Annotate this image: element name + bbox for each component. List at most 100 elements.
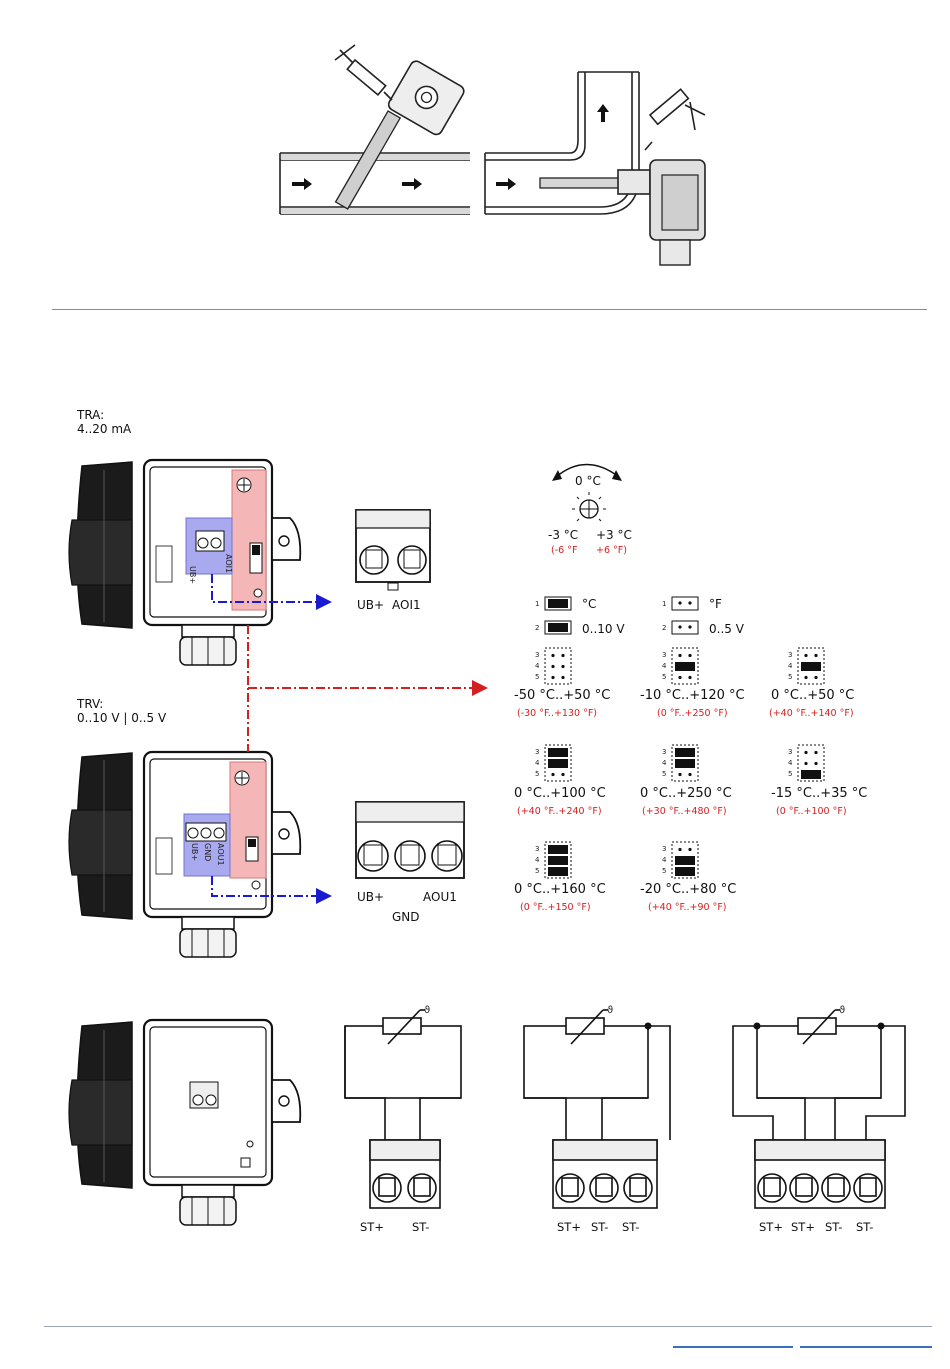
jumper-open-pin: [814, 675, 818, 680]
range-pin-number: 5: [535, 673, 540, 681]
wiring-2wire: [344, 1009, 462, 1140]
syringe-icon: [334, 44, 393, 101]
jumper-open-pin: [804, 675, 808, 680]
range-pin-number: 4: [662, 759, 667, 767]
range-label-fahrenheit: (0 °F..+100 °F): [776, 806, 847, 817]
jumper-filled-pin: [548, 748, 568, 757]
jumper-open-pin: [551, 772, 555, 777]
section-divider: [52, 309, 927, 310]
range-jumper-grid: [544, 647, 825, 879]
jumper-open-pin: [678, 675, 682, 680]
range-label-celsius: 0 °C..+100 °C: [514, 786, 606, 801]
terminal-block-tra: [355, 509, 431, 591]
trv-signal: 0..10 V | 0..5 V: [77, 711, 167, 725]
unit-label-5v: 0..5 V: [709, 622, 744, 636]
board-label-ub-trv: UB+: [190, 843, 199, 862]
wiring-terminal-label: ST+: [791, 1220, 815, 1234]
range-pin-number: 3: [662, 748, 667, 756]
range-label-celsius: -50 °C..+50 °C: [514, 688, 611, 703]
housing-sensor: [68, 1018, 302, 1226]
range-pin-number: 5: [662, 673, 667, 681]
offset-minus: -3 °C: [548, 528, 579, 542]
jumper-open-pin: [678, 772, 682, 777]
unit-pin-f-1: 1: [662, 600, 667, 608]
range-pin-number: 5: [788, 673, 793, 681]
range-pin-number: 5: [662, 867, 667, 875]
offset-plus-f: +6 °F): [596, 545, 627, 556]
offset-dial: [552, 463, 622, 522]
jumper-unit-c: [544, 596, 572, 635]
jumper-filled-pin: [548, 845, 568, 854]
theta-symbol-1: ϑ: [424, 1005, 431, 1016]
board-label-ub-tra: UB+: [188, 566, 197, 585]
jumper-open-pin: [688, 772, 692, 777]
terminal-label-ub-trv: UB+: [357, 890, 385, 904]
wiring-terminal-label: ST-: [412, 1220, 430, 1234]
range-pin-number: 4: [535, 759, 540, 767]
board-label-gnd-trv: GND: [203, 843, 212, 862]
jumper-open-pin: [678, 847, 682, 852]
wiring-terminal-label: ST-: [825, 1220, 843, 1234]
range-label-celsius: 0 °C..+50 °C: [771, 688, 855, 703]
footer-link-2[interactable]: [800, 1346, 932, 1348]
jumper-unit-f: [671, 596, 699, 635]
range-jumper-block: [544, 647, 572, 685]
jumper-open-pin: [688, 675, 692, 680]
wiring-3wire: [523, 1009, 671, 1140]
range-pin-number: 3: [535, 748, 540, 756]
range-pin-number: 4: [662, 856, 667, 864]
wiring-terminal-2: [369, 1139, 441, 1209]
jumper-open-pin: [814, 653, 818, 658]
unit-pin-c-2: 2: [535, 624, 540, 632]
wiring-4wire: [732, 1009, 906, 1140]
range-pin-number: 4: [662, 662, 667, 670]
range-label-celsius: 0 °C..+160 °C: [514, 882, 606, 897]
jumper-filled-pin: [801, 662, 821, 671]
footer-divider: [44, 1326, 932, 1327]
terminal-label-gnd-trv: GND: [392, 910, 420, 924]
jumper-open-pin: [561, 653, 565, 658]
range-pin-number: 5: [788, 770, 793, 778]
wiring-terminal-label: ST+: [759, 1220, 783, 1234]
range-pin-number: 4: [535, 856, 540, 864]
range-pin-number: 3: [662, 651, 667, 659]
jumper-open-pin: [814, 761, 818, 766]
wiring-terminal-label: ST+: [557, 1220, 581, 1234]
installation-illustration: [0, 0, 950, 300]
range-label-fahrenheit: (0 °F..+250 °F): [657, 708, 728, 719]
jumper-open-pin: [804, 750, 808, 755]
jumper-open-pin: [551, 664, 555, 669]
range-label-fahrenheit: (+40 °F..+240 °F): [517, 806, 602, 817]
range-pin-number: 4: [535, 662, 540, 670]
wiring-terminal-label: ST-: [591, 1220, 609, 1234]
tra-signal: 4..20 mA: [77, 422, 132, 436]
jumper-open-pin: [561, 675, 565, 680]
terminal-label-aoi-tra: AOI1: [392, 598, 421, 612]
theta-symbol-2: ϑ: [607, 1005, 614, 1016]
unit-pin-f-2: 2: [662, 624, 667, 632]
jumper-open-pin: [551, 675, 555, 680]
range-pin-number: 3: [788, 748, 793, 756]
wiring-terminal-label: ST-: [622, 1220, 640, 1234]
housing-tra: [68, 458, 332, 666]
jumper-open-pin: [688, 653, 692, 658]
range-pin-number: 4: [788, 759, 793, 767]
wiring-terminal-3: [552, 1139, 658, 1209]
theta-symbol-3: ϑ: [839, 1005, 846, 1016]
offset-plus: +3 °C: [596, 528, 632, 542]
jumper-filled-pin: [675, 856, 695, 865]
range-label-fahrenheit: (+40 °F..+90 °F): [648, 902, 727, 913]
terminal-label-aou-trv: AOU1: [423, 890, 457, 904]
jumper-filled-pin: [548, 867, 568, 876]
range-pin-number: 5: [535, 770, 540, 778]
jumper-filled-pin: [675, 748, 695, 757]
wiring-terminal-4: [754, 1139, 886, 1209]
board-label-aoi-tra: AOI1: [224, 554, 233, 574]
board-label-aou-trv: AOU1: [216, 843, 225, 866]
housing-trv: [68, 750, 332, 958]
jumper-open-pin: [804, 653, 808, 658]
range-label-celsius: -10 °C..+120 °C: [640, 688, 745, 703]
range-pin-number: 4: [788, 662, 793, 670]
footer-link-1[interactable]: [673, 1346, 793, 1348]
